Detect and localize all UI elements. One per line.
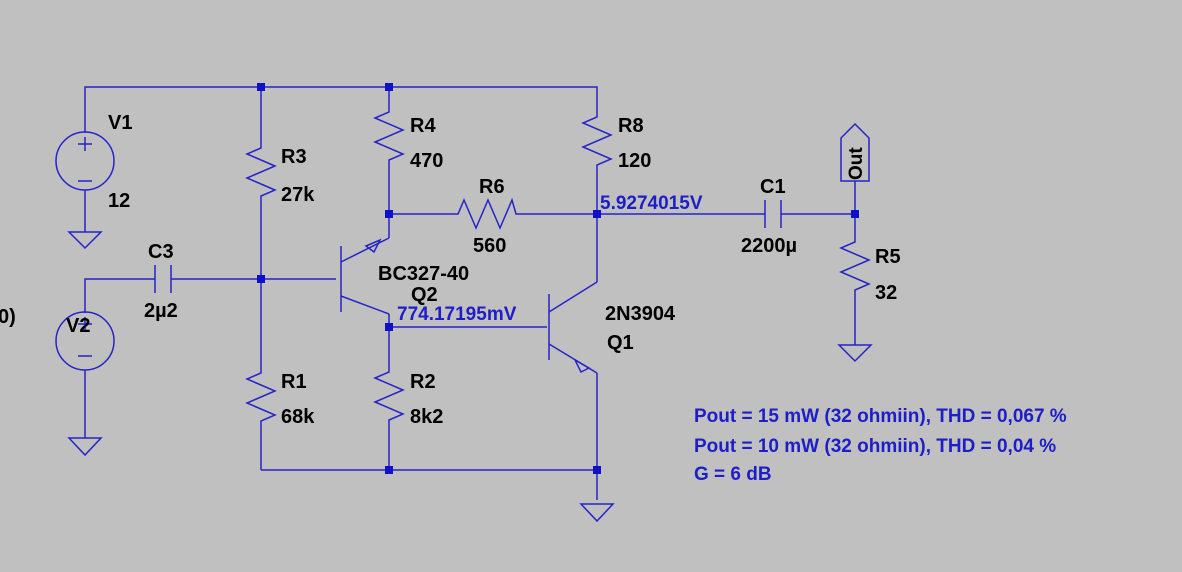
note-line: G = 6 dB xyxy=(694,464,772,485)
v2-value-label: 0) xyxy=(0,306,16,328)
emitter-arrow-icon xyxy=(364,238,382,254)
wires xyxy=(84,86,856,500)
c1-name-label: C1 xyxy=(760,176,786,198)
v2-voltage-source[interactable] xyxy=(55,311,115,371)
junction-dot xyxy=(593,210,601,218)
v1-voltage-source[interactable] xyxy=(55,131,115,191)
voltage-source-icon xyxy=(55,311,115,371)
q2-pnp-transistor[interactable] xyxy=(340,237,390,315)
v1-name-label: V1 xyxy=(108,112,132,134)
ground-icon xyxy=(67,437,103,457)
ground-icon xyxy=(67,231,103,250)
base-voltage-label: 774.17195mV xyxy=(397,304,517,325)
resistor-icon xyxy=(373,105,405,172)
transistor-collector-lead xyxy=(340,295,390,315)
junction-dot xyxy=(257,275,265,283)
v2-input-wire xyxy=(84,278,155,313)
out-port-flag[interactable]: Out xyxy=(840,122,870,182)
resistor-icon xyxy=(581,110,613,177)
junction-dot xyxy=(385,210,393,218)
junction-dot xyxy=(593,466,601,474)
r4-name-label: R4 xyxy=(410,115,436,137)
resistor-icon xyxy=(245,140,277,208)
r5-value-label: 32 xyxy=(875,282,897,304)
junction-dot xyxy=(257,83,265,91)
c3-name-label: C3 xyxy=(148,241,174,263)
r6-value-label: 560 xyxy=(473,235,506,257)
resistor-icon xyxy=(245,366,277,434)
r8-name-label: R8 xyxy=(618,115,644,137)
r8-value-label: 120 xyxy=(618,150,651,172)
note-line: Pout = 10 mW (32 ohmiin), THD = 0,04 % xyxy=(694,436,1056,457)
transistor-emitter-lead xyxy=(548,343,598,374)
r3-name-label: R3 xyxy=(281,146,307,168)
r1-value-label: 68k xyxy=(281,406,315,428)
collector-voltage-label: 5.9274015V xyxy=(600,193,703,214)
resistor-icon xyxy=(373,365,405,433)
r3-resistor[interactable] xyxy=(245,140,277,208)
results-note: Pout = 15 mW (32 ohmiin), THD = 0,067 % … xyxy=(694,406,1067,485)
v2-name-label: V2 xyxy=(66,315,90,337)
r2-value-label: 8k2 xyxy=(410,406,443,428)
junction-dot xyxy=(851,210,859,218)
emitter-arrow-icon xyxy=(573,358,591,374)
q2-name-label: Q2 xyxy=(411,284,438,306)
c1-value-label: 2200µ xyxy=(741,235,797,257)
r1-resistor[interactable] xyxy=(245,366,277,434)
junction-dot xyxy=(385,466,393,474)
c3-capacitor[interactable] xyxy=(154,265,172,293)
r6-resistor[interactable] xyxy=(450,197,522,230)
q2-model-label: BC327-40 xyxy=(378,263,469,285)
v1-value-label: 12 xyxy=(108,190,130,212)
q1-name-label: Q1 xyxy=(607,332,634,354)
port-flag-icon xyxy=(840,122,870,182)
r5-resistor[interactable] xyxy=(839,228,871,304)
junction-dot xyxy=(385,83,393,91)
r1-name-label: R1 xyxy=(281,371,307,393)
resistor-icon xyxy=(839,228,871,304)
r6-name-label: R6 xyxy=(479,176,505,198)
transistor-emitter-lead xyxy=(340,237,390,263)
r8-resistor[interactable] xyxy=(581,110,613,177)
voltage-source-icon xyxy=(55,131,115,191)
q1-model-label: 2N3904 xyxy=(605,303,676,325)
r2-resistor[interactable] xyxy=(373,365,405,433)
r3-value-label: 27k xyxy=(281,184,315,206)
r4-resistor[interactable] xyxy=(373,105,405,172)
c3-value-label: 2µ2 xyxy=(144,300,178,322)
r5-name-label: R5 xyxy=(875,246,901,268)
junctions xyxy=(257,83,859,474)
r2-name-label: R2 xyxy=(410,371,436,393)
resistor-icon xyxy=(450,197,522,230)
junction-dot xyxy=(385,323,393,331)
c1-capacitor[interactable] xyxy=(764,200,782,228)
ground-symbols xyxy=(67,231,873,523)
transistor-collector-lead xyxy=(548,281,598,313)
out-port-label: Out xyxy=(846,147,867,180)
q1-npn-transistor[interactable] xyxy=(548,281,598,374)
ground-icon xyxy=(837,344,873,363)
supply-rail-wire xyxy=(84,86,598,133)
r4-value-label: 470 xyxy=(410,150,443,172)
ground-icon xyxy=(579,503,615,523)
note-line: Pout = 15 mW (32 ohmiin), THD = 0,067 % xyxy=(694,406,1067,427)
